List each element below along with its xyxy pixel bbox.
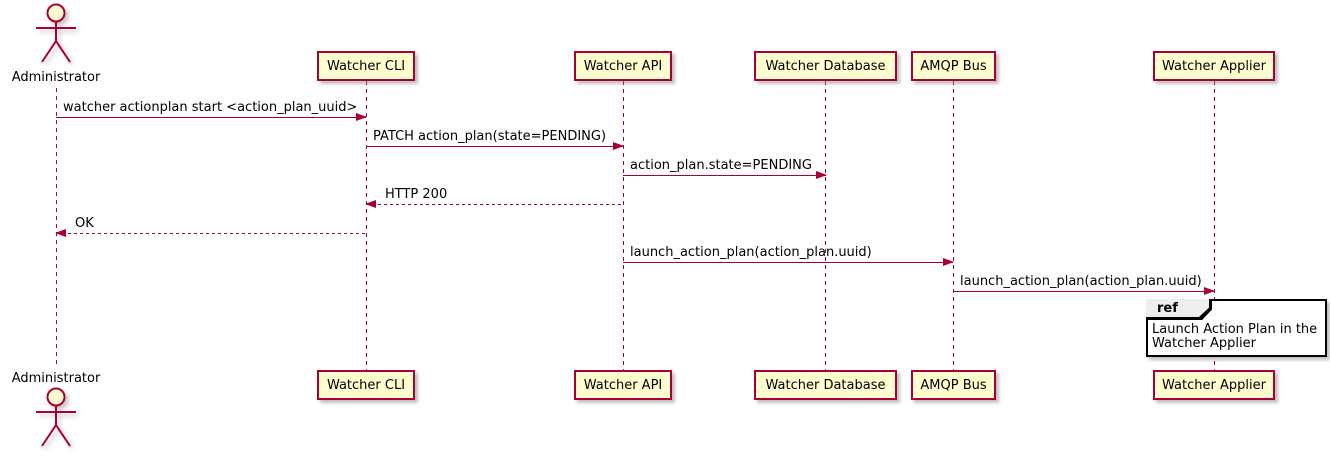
ref-tab-shape: ref <box>1146 299 1212 320</box>
ref-keyword: ref <box>1146 299 1209 317</box>
arrowhead-icon <box>55 229 66 237</box>
lifeline-watcher-cli <box>366 81 367 370</box>
participant-watcher-database-top: Watcher Database <box>754 51 897 81</box>
lifeline-watcher-api <box>623 81 624 370</box>
message-line <box>366 204 623 205</box>
ref-text-line-2: Watcher Applier <box>1152 336 1256 351</box>
participant-watcher-applier-top: Watcher Applier <box>1153 51 1275 81</box>
ref-text: Launch Action Plan in the Watcher Applie… <box>1148 322 1325 352</box>
actor-label-top: Administrator <box>11 70 101 85</box>
message-line <box>623 262 953 263</box>
lifeline-amqp-bus <box>953 81 954 370</box>
lifeline-watcher-applier <box>1214 81 1215 370</box>
arrowhead-icon <box>1204 287 1215 295</box>
arrowhead-icon <box>356 113 367 121</box>
participant-watcher-api-bottom: Watcher API <box>574 370 672 400</box>
arrowhead-icon <box>943 258 954 266</box>
participant-amqp-bus-bottom: AMQP Bus <box>911 370 996 400</box>
participant-amqp-bus-top: AMQP Bus <box>911 51 996 81</box>
ref-text-line-1: Launch Action Plan in the <box>1152 322 1318 337</box>
participant-watcher-cli-top: Watcher CLI <box>317 51 415 81</box>
message-label: launch_action_plan(action_plan.uuid) <box>630 245 872 260</box>
arrowhead-icon <box>613 142 624 150</box>
message-label: HTTP 200 <box>385 187 448 202</box>
actor-label-bottom: Administrator <box>11 371 101 386</box>
actor-stick-figure-icon-bottom <box>36 387 76 447</box>
participant-watcher-cli-bottom: Watcher CLI <box>317 370 415 400</box>
participant-watcher-database-bottom: Watcher Database <box>754 370 897 400</box>
message-line <box>623 175 826 176</box>
ref-fragment: ref Launch Action Plan in the Watcher Ap… <box>1146 299 1327 357</box>
participant-watcher-applier-bottom: Watcher Applier <box>1153 370 1275 400</box>
message-line <box>56 233 366 234</box>
message-label: PATCH action_plan(state=PENDING) <box>373 129 607 144</box>
participant-watcher-api-top: Watcher API <box>574 51 672 81</box>
lifeline-watcher-database <box>825 81 826 370</box>
message-label: launch_action_plan(action_plan.uuid) <box>960 274 1202 289</box>
message-label: watcher actionplan start <action_plan_uu… <box>63 100 358 115</box>
actor-stick-figure-icon-top <box>36 3 76 63</box>
arrowhead-icon <box>816 171 827 179</box>
message-label: action_plan.state=PENDING <box>630 158 812 173</box>
message-line <box>56 117 366 118</box>
message-line <box>953 291 1214 292</box>
message-line <box>366 146 623 147</box>
message-label: OK <box>75 216 94 231</box>
lifeline-administrator <box>56 88 57 366</box>
arrowhead-icon <box>365 200 376 208</box>
